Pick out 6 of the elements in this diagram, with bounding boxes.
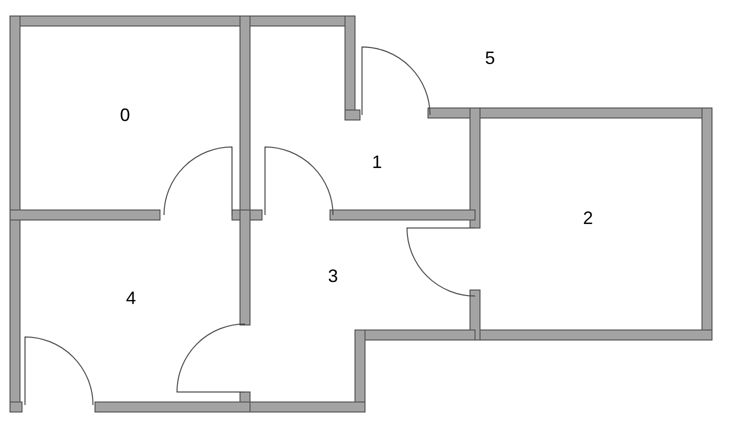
room-number: 4 [126,289,136,307]
room-number: 5 [485,49,496,67]
room-number: 2 [583,209,594,227]
room-number: 0 [120,106,130,124]
room-number: 3 [328,267,338,285]
room-number: 1 [372,153,382,171]
